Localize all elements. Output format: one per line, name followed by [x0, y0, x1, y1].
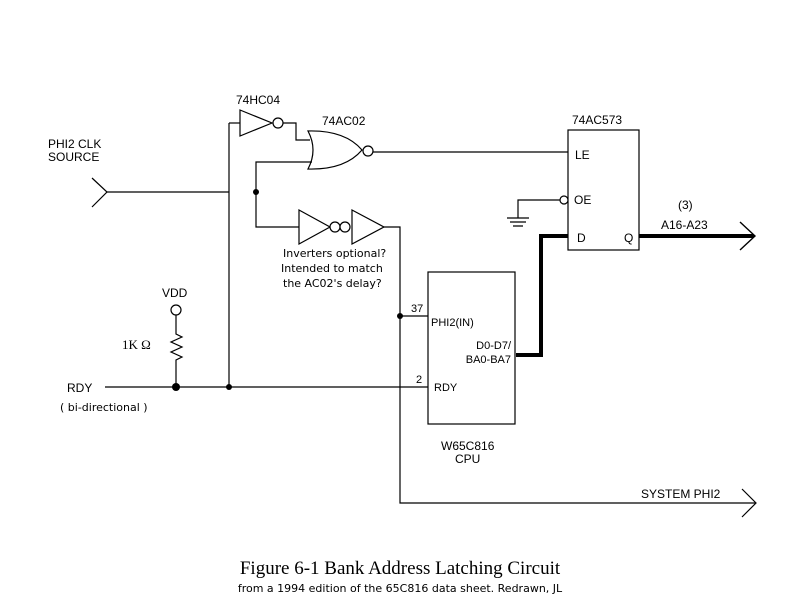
figure-caption: Figure 6-1 Bank Address Latching Circuit [240, 558, 561, 579]
inverter-part-label: 74HC04 [236, 93, 280, 107]
vdd-terminal-icon [170, 304, 182, 316]
resistor-icon [169, 315, 184, 387]
address-bus-arrow-icon [739, 221, 757, 251]
delay-inverter-1-bubble-icon [329, 221, 341, 233]
delay-inverter-2-bubble-icon [339, 221, 351, 233]
cpu-part-label-1: W65C816 [441, 439, 495, 453]
system-phi2-wire [384, 226, 755, 504]
oe-ground-wire [517, 199, 560, 218]
delay-inverter-1-icon [298, 208, 332, 246]
nor-gate-part-label: 74AC02 [322, 114, 366, 128]
phi2-clk-source-label-2: SOURCE [48, 150, 99, 164]
delay-chain-input-wire [255, 192, 299, 228]
ground-icon [507, 217, 529, 227]
latch-pin-q: Q [624, 231, 633, 245]
rdy-label: RDY [67, 381, 92, 395]
system-phi2-arrow-icon [741, 488, 757, 518]
cpu-pin-data-1: D0-D7/ [476, 340, 512, 352]
inverter-output-wire [283, 122, 310, 141]
nor-input2-wire [255, 161, 312, 192]
inverters-note-line-1: Inverters optional? [283, 247, 386, 260]
latch-part-label: 74AC573 [572, 113, 622, 127]
delay-inverter-2-icon [351, 209, 386, 245]
phi2-input-connector-icon [91, 177, 108, 208]
junction-dot [397, 313, 403, 319]
vdd-label: VDD [162, 286, 188, 300]
figure-subcaption: from a 1994 edition of the 65C816 data s… [238, 582, 563, 595]
junction-dot [226, 384, 232, 390]
resistor-value-label: 1K Ω [122, 337, 151, 352]
rdy-direction-note: ( bi-directional ) [60, 401, 148, 414]
oe-bubble-icon [559, 195, 569, 205]
inverters-note-line-2: Intended to match [281, 262, 383, 275]
phi2-clk-source-label-1: PHI2 CLK [48, 137, 101, 151]
cpu-pin-data-2: BA0-BA7 [466, 354, 511, 366]
latch-pin-le: LE [575, 148, 590, 162]
latch-pin-d: D [577, 231, 586, 245]
cpu-pin-rdy: RDY [434, 382, 458, 394]
data-bus-wire [516, 234, 568, 357]
inverter-bubble-icon [272, 117, 284, 129]
cpu-rdy-pin-number: 2 [416, 374, 422, 386]
cpu-part-label-2: CPU [455, 452, 480, 466]
cpu-block [427, 271, 516, 425]
nor-gate-bubble-icon [362, 145, 374, 157]
address-bus-label: A16-A23 [661, 218, 708, 232]
inverter-gate-icon [239, 109, 274, 137]
cpu-phi2-pin-number: 37 [411, 303, 423, 315]
address-count-label: (3) [678, 198, 693, 212]
latch-block [567, 129, 640, 251]
nor-gate-icon [307, 130, 363, 170]
system-phi2-label: SYSTEM PHI2 [641, 487, 721, 501]
cpu-pin-phi2: PHI2(IN) [431, 317, 474, 329]
inverters-note-line-3: the AC02's delay? [283, 277, 382, 290]
latch-pin-oe: OE [574, 193, 591, 207]
